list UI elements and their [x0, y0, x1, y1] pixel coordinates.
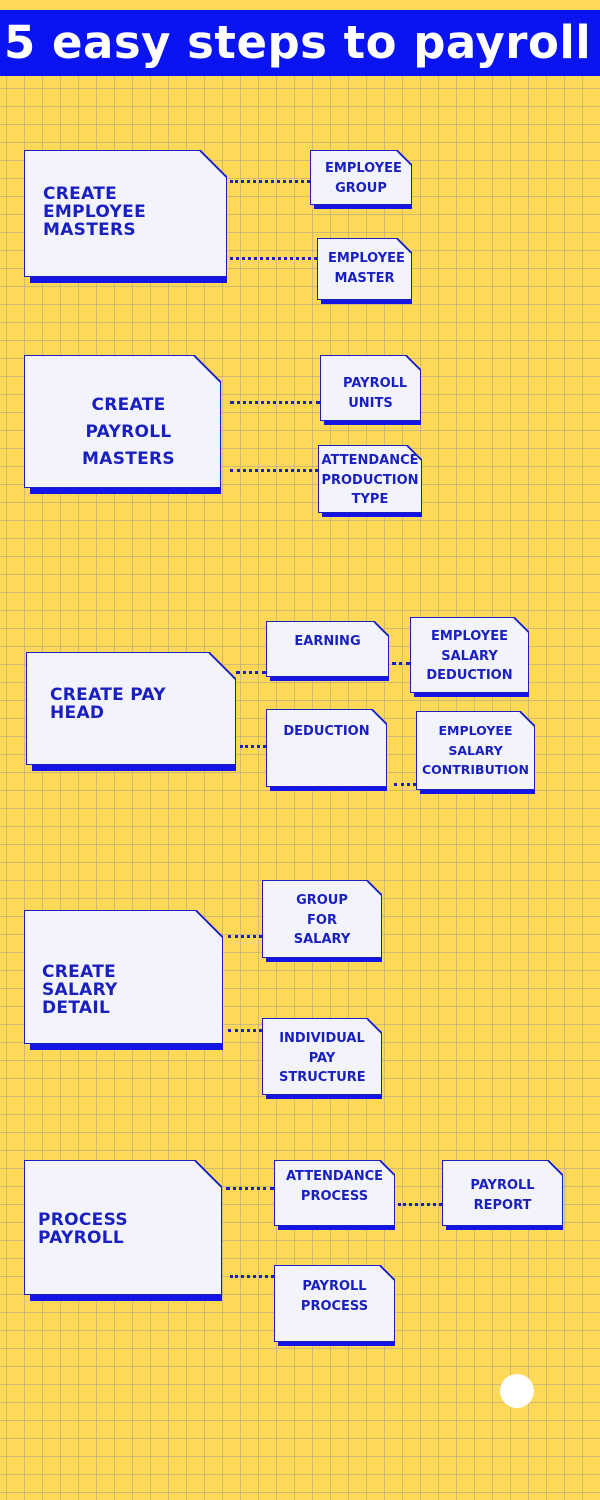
step-4-sub-2-label: INDIVIDUAL PAY STRUCTURE	[279, 1031, 366, 1085]
step-1-label: CREATE EMPLOYEE MASTERS	[43, 184, 146, 240]
step-2-sub-2-card: ATTENDANCE PRODUCTION TYPE	[318, 445, 422, 513]
step-5-card: PROCESS PAYROLL	[24, 1160, 222, 1295]
step-4-label: CREATE SALARY DETAIL	[42, 962, 118, 1018]
page-fold-icon	[407, 355, 421, 369]
page-fold-icon	[195, 355, 221, 381]
connector	[240, 745, 266, 748]
connector	[226, 1187, 274, 1190]
step-3-label: CREATE PAY HEAD	[50, 685, 166, 723]
title-bar	[0, 10, 600, 76]
page-fold-icon	[210, 652, 236, 678]
step-3-sub-1-detail-card: EMPLOYEE SALARY DEDUCTION	[410, 617, 529, 693]
step-3-sub-2-label: DEDUCTION	[283, 724, 370, 739]
page-fold-icon	[201, 150, 227, 176]
step-3-card: CREATE PAY HEAD	[26, 652, 236, 765]
page-fold-icon	[196, 1160, 222, 1186]
step-1-sub-2-label: EMPLOYEE MASTER	[328, 251, 405, 286]
connector	[394, 783, 416, 786]
connector	[230, 469, 318, 472]
page-fold-icon	[197, 910, 223, 936]
page-fold-icon	[549, 1160, 563, 1174]
step-1-sub-1-card: EMPLOYEE GROUP	[310, 150, 412, 205]
step-3-sub-2-detail-label: EMPLOYEE SALARY CONTRIBUTION	[421, 723, 529, 777]
step-2-sub-2-label: ATTENDANCE PRODUCTION TYPE	[321, 453, 419, 507]
top-band	[0, 0, 600, 10]
step-5-sub-2-label: PAYROLL PROCESS	[300, 1279, 369, 1314]
connector	[230, 401, 320, 404]
step-5-sub-1-label: ATTENDANCE PROCESS	[286, 1169, 383, 1204]
step-2-sub-1-card: PAYROLL UNITS	[320, 355, 421, 421]
page-title: 5 easy steps to payroll	[4, 16, 592, 69]
step-1-sub-1-label: EMPLOYEE GROUP	[325, 161, 402, 196]
connector	[230, 257, 317, 260]
step-5-sub-1-card: ATTENDANCE PROCESS	[274, 1160, 395, 1226]
step-5-label: PROCESS PAYROLL	[38, 1210, 128, 1248]
connector	[398, 1203, 442, 1206]
step-3-sub-1-label: EARNING	[294, 634, 361, 649]
step-3-sub-1-card: EARNING	[266, 621, 389, 677]
step-3-sub-1-detail-label: EMPLOYEE SALARY DEDUCTION	[426, 629, 513, 683]
step-4-sub-2-card: INDIVIDUAL PAY STRUCTURE	[262, 1018, 382, 1095]
page-fold-icon	[373, 709, 387, 723]
step-4-card: CREATE SALARY DETAIL	[24, 910, 223, 1044]
step-1-sub-2-card: EMPLOYEE MASTER	[317, 238, 412, 300]
step-5-sub-2-card: PAYROLL PROCESS	[274, 1265, 395, 1342]
connector	[228, 935, 262, 938]
step-1-card: CREATE EMPLOYEE MASTERS	[24, 150, 227, 277]
step-4-sub-1-card: GROUP FOR SALARY	[262, 880, 382, 958]
connector	[230, 1275, 274, 1278]
step-2-sub-1-label: PAYROLL UNITS	[343, 376, 408, 411]
connector	[228, 1029, 262, 1032]
connector	[392, 662, 410, 665]
step-2-label: CREATE PAYROLL MASTERS	[82, 395, 175, 469]
step-2-card: CREATE PAYROLL MASTERS	[24, 355, 221, 488]
decorative-circle	[500, 1374, 534, 1408]
step-5-sub-1-detail-label: PAYROLL REPORT	[470, 1178, 535, 1213]
step-4-sub-1-label: GROUP FOR SALARY	[293, 893, 351, 947]
step-3-sub-2-card: DEDUCTION	[266, 709, 387, 787]
step-3-sub-2-detail-card: EMPLOYEE SALARY CONTRIBUTION	[416, 711, 535, 790]
connector	[230, 180, 310, 183]
step-5-sub-1-detail-card: PAYROLL REPORT	[442, 1160, 563, 1226]
connector	[236, 671, 266, 674]
